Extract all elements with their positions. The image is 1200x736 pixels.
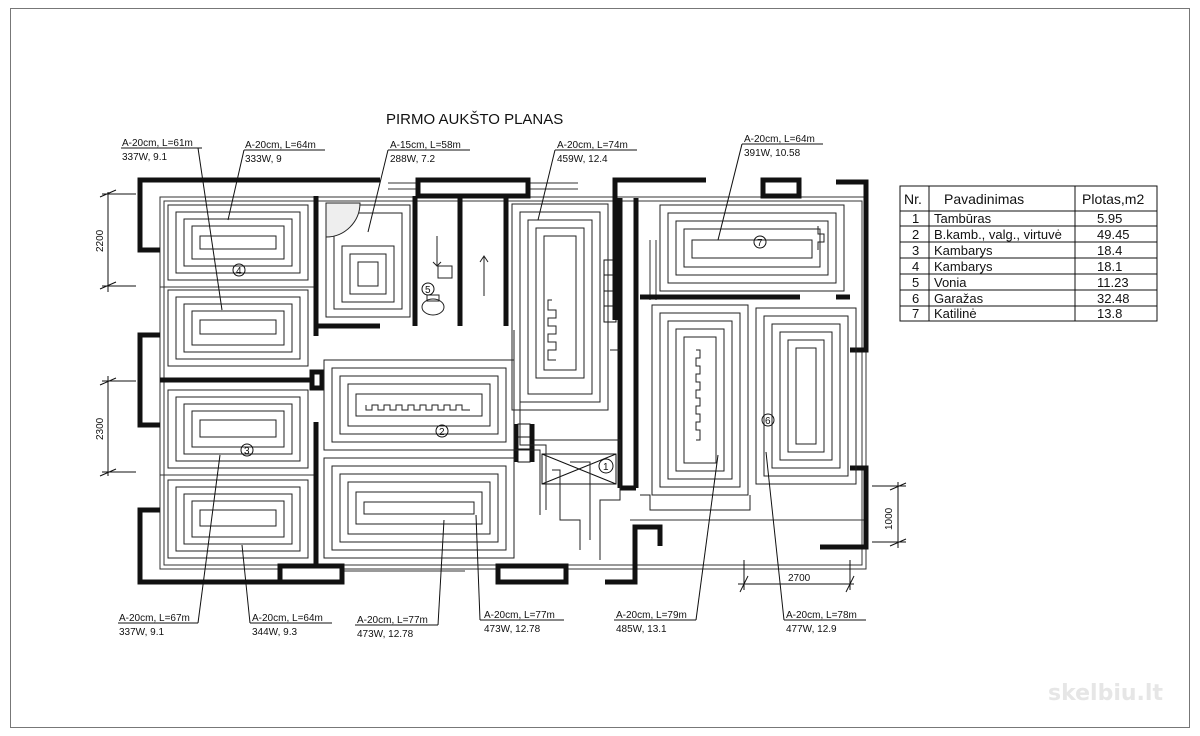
leader-lines [118, 143, 866, 626]
room-number-1: 1 [603, 462, 609, 473]
dim-2700: 2700 [788, 573, 811, 584]
plan-title: PIRMO AUKŠTO PLANAS [386, 111, 563, 128]
room-number-3: 3 [244, 446, 250, 457]
loop-label-line1: A-20cm, L=77m [357, 615, 428, 626]
loop-label-line1: A-20cm, L=74m [557, 140, 628, 151]
table-cell-nr: 3 [912, 243, 919, 258]
stair-boxes [517, 259, 617, 485]
dim-2300: 2300 [95, 417, 106, 440]
room-number-6: 6 [765, 416, 771, 427]
table-cell-area: 18.1 [1097, 259, 1122, 274]
loop-label-line1: A-20cm, L=79m [616, 610, 687, 621]
watermark: skelbiu.lt [1048, 681, 1163, 706]
loop-label-line1: A-20cm, L=77m [484, 610, 555, 621]
table-cell-name: Kambarys [934, 243, 993, 258]
loop-label-line2: 473W, 12.78 [484, 624, 541, 635]
table-cell-name: Garažas [934, 291, 984, 306]
room-number-2: 2 [439, 427, 445, 438]
dim-2200: 2200 [95, 229, 106, 252]
table-cell-name: B.kamb., valg., virtuvė [934, 227, 1062, 242]
loop-label-line2: 288W, 7.2 [390, 154, 435, 165]
loop-label-line1: A-15cm, L=58m [390, 140, 461, 151]
table-cell-nr: 5 [912, 275, 919, 290]
table-cell-nr: 2 [912, 227, 919, 242]
table-cell-name: Tambūras [934, 211, 992, 226]
table-header-nr: Nr. [904, 191, 922, 207]
loop-label-line1: A-20cm, L=67m [119, 613, 190, 624]
table-header-area: Plotas,m2 [1082, 191, 1144, 207]
loop-label-line2: 459W, 12.4 [557, 154, 608, 165]
table-cell-name: Vonia [934, 275, 967, 290]
loop-label-line2: 344W, 9.3 [252, 627, 297, 638]
loop-labels: A-20cm, L=61m 337W, 9.1 A-20cm, L=64m 33… [119, 134, 857, 640]
loop-label-line1: A-20cm, L=61m [122, 138, 193, 149]
table-cell-area: 5.95 [1097, 211, 1122, 226]
table-cell-name: Kambarys [934, 259, 993, 274]
loop-label-line2: 477W, 12.9 [786, 624, 837, 635]
room-number-5: 5 [425, 285, 431, 296]
room-number-4: 4 [236, 266, 242, 277]
table-cell-nr: 6 [912, 291, 919, 306]
loop-label-line2: 333W, 9 [245, 154, 282, 165]
drawing-frame [10, 8, 1190, 728]
loop-label-line1: A-20cm, L=64m [245, 140, 316, 151]
fixtures [325, 202, 489, 316]
table-cell-area: 18.4 [1097, 243, 1122, 258]
rooms-table: Nr. Pavadinimas Plotas,m2 1 Tambūras 5.9… [899, 185, 1158, 322]
table-cell-area: 13.8 [1097, 306, 1122, 321]
room-number-7: 7 [757, 238, 763, 249]
dimension-lines [99, 189, 907, 593]
loop-label-line1: A-20cm, L=78m [786, 610, 857, 621]
table-cell-nr: 1 [912, 211, 919, 226]
table-header-name: Pavadinimas [944, 191, 1024, 207]
table-cell-name: Katilinė [934, 306, 977, 321]
loop-label-line2: 473W, 12.78 [357, 629, 414, 640]
loop-label-line2: 485W, 13.1 [616, 624, 667, 635]
dim-1000: 1000 [884, 507, 895, 530]
loop-label-line1: A-20cm, L=64m [744, 134, 815, 145]
walls [137, 177, 869, 585]
loop-label-line2: 337W, 9.1 [119, 627, 164, 638]
table-cell-area: 49.45 [1097, 227, 1130, 242]
loop-label-line1: A-20cm, L=64m [252, 613, 323, 624]
table-cell-nr: 7 [912, 306, 919, 321]
table-cell-area: 32.48 [1097, 291, 1130, 306]
heating-loops [167, 203, 857, 560]
loop-label-line2: 337W, 9.1 [122, 152, 167, 163]
table-cell-nr: 4 [912, 259, 919, 274]
table-cell-area: 11.23 [1097, 275, 1129, 290]
room-number-circles [232, 235, 775, 474]
loop-label-line2: 391W, 10.58 [744, 148, 801, 159]
